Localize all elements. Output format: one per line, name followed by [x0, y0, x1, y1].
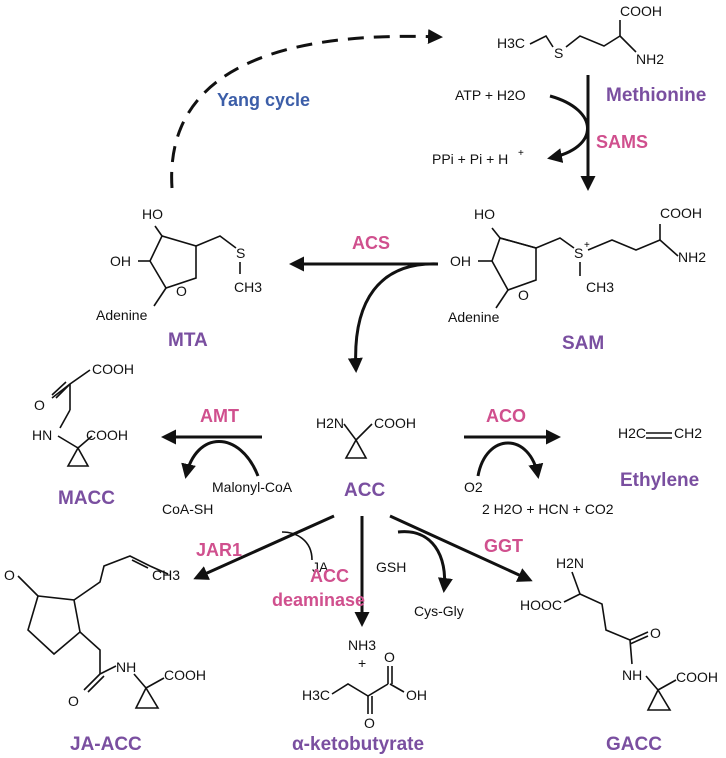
ethylene-label: Ethylene — [620, 470, 699, 491]
svg-text:NH2: NH2 — [636, 51, 664, 67]
svg-text:NH2: NH2 — [678, 249, 706, 265]
svg-text:O: O — [34, 397, 45, 413]
ppi-label: PPi + Pi + H — [432, 151, 508, 167]
ggt-label: GGT — [484, 536, 523, 556]
macc-structure: COOH O HN COOH — [32, 361, 134, 467]
svg-text:COOH: COOH — [374, 415, 416, 431]
amt-label: AMT — [200, 406, 239, 426]
jar1-arrow — [193, 514, 335, 580]
aco-label: ACO — [486, 406, 526, 426]
svg-text:HN: HN — [32, 427, 52, 443]
svg-text:CH3: CH3 — [152, 567, 180, 583]
svg-text:O: O — [4, 567, 15, 583]
svg-text:H3C: H3C — [497, 35, 525, 51]
svg-text:S: S — [236, 245, 245, 261]
ketobutyrate-structure: H3C O O OH — [302, 649, 427, 731]
sam-structure: HO OH O Adenine S + CH3 COOH NH2 — [448, 205, 706, 325]
acs-label: ACS — [352, 233, 390, 253]
svg-text:O: O — [68, 693, 79, 709]
svg-text:+: + — [584, 240, 590, 251]
svg-text:O: O — [384, 649, 395, 665]
svg-text:O: O — [364, 715, 375, 731]
aco-products-label: 2 H2O + HCN + CO2 — [482, 501, 614, 517]
ethylene-structure: H2C CH2 — [618, 425, 702, 441]
sams-cofactor-arrow — [547, 94, 589, 163]
svg-text:COOH: COOH — [92, 361, 134, 377]
acc-deaminase-label-line2: deaminase — [272, 590, 365, 610]
amt-cofactor-arrow — [181, 440, 260, 479]
macc-label: MACC — [58, 488, 115, 509]
mta-label: MTA — [168, 330, 208, 351]
acs-arrow-to-acc — [347, 262, 439, 373]
acc-deaminase-label-line1: ACC — [310, 566, 349, 586]
ja-acc-label: JA-ACC — [70, 734, 142, 755]
svg-text:COOH: COOH — [620, 3, 662, 19]
svg-text:H3C: H3C — [302, 687, 330, 703]
svg-text:CH3: CH3 — [234, 279, 262, 295]
ja-label: JA — [312, 559, 329, 575]
svg-text:Adenine: Adenine — [448, 309, 500, 325]
svg-text:H2C: H2C — [618, 425, 646, 441]
methionine-label: Methionine — [606, 85, 706, 106]
svg-text:CH3: CH3 — [586, 279, 614, 295]
svg-text:S: S — [574, 245, 583, 261]
o2-label: O2 — [464, 479, 483, 495]
coa-sh-label: CoA-SH — [162, 501, 213, 517]
svg-text:COOH: COOH — [660, 205, 702, 221]
svg-text:HOOC: HOOC — [520, 597, 562, 613]
svg-text:H2N: H2N — [556, 555, 584, 571]
yang-cycle-label: Yang cycle — [217, 90, 310, 110]
gacc-structure: H2N HOOC O NH COOH — [520, 555, 718, 711]
atp-h2o-label: ATP + H2O — [455, 87, 526, 103]
sam-label: SAM — [562, 333, 604, 354]
gsh-label: GSH — [376, 559, 406, 575]
jar1-label: JAR1 — [196, 540, 242, 560]
cys-gly-label: Cys-Gly — [414, 603, 464, 619]
svg-text:H2N: H2N — [316, 415, 344, 431]
svg-text:NH: NH — [622, 667, 642, 683]
svg-text:COOH: COOH — [164, 667, 206, 683]
acc-structure: H2N COOH — [316, 415, 416, 459]
gsh-cofactor-arrow — [397, 530, 453, 593]
svg-text:OH: OH — [110, 253, 131, 269]
plus-sign: + — [358, 655, 366, 671]
svg-text:Adenine: Adenine — [96, 307, 148, 323]
mta-structure: HO OH O Adenine S CH3 — [96, 206, 262, 323]
svg-text:O: O — [650, 625, 661, 641]
svg-text:S: S — [554, 45, 563, 61]
ja-acc-structure: O CH3 O NH COOH — [4, 555, 206, 709]
ja-cofactor-arrow — [281, 531, 313, 561]
svg-text:COOH: COOH — [86, 427, 128, 443]
methionine-structure: H3C S COOH NH2 — [497, 3, 664, 67]
svg-text:O: O — [518, 287, 529, 303]
svg-text:CH2: CH2 — [674, 425, 702, 441]
sams-label: SAMS — [596, 132, 648, 152]
ggt-arrow — [389, 514, 533, 582]
nh3-label: NH3 — [348, 637, 376, 653]
ppi-superscript: + — [518, 148, 524, 159]
aco-cofactor-arrow — [476, 441, 544, 479]
svg-text:NH: NH — [116, 659, 136, 675]
gacc-label: GACC — [606, 734, 662, 755]
acc-label: ACC — [344, 480, 385, 501]
yang-cycle-arrow — [170, 29, 443, 189]
svg-text:HO: HO — [142, 206, 163, 222]
svg-text:O: O — [176, 283, 187, 299]
svg-text:OH: OH — [406, 687, 427, 703]
ketobutyrate-label: α-ketobutyrate — [292, 734, 424, 755]
svg-text:COOH: COOH — [676, 669, 718, 685]
malonyl-coa-label: Malonyl-CoA — [212, 479, 293, 495]
svg-text:OH: OH — [450, 253, 471, 269]
svg-text:HO: HO — [474, 206, 495, 222]
